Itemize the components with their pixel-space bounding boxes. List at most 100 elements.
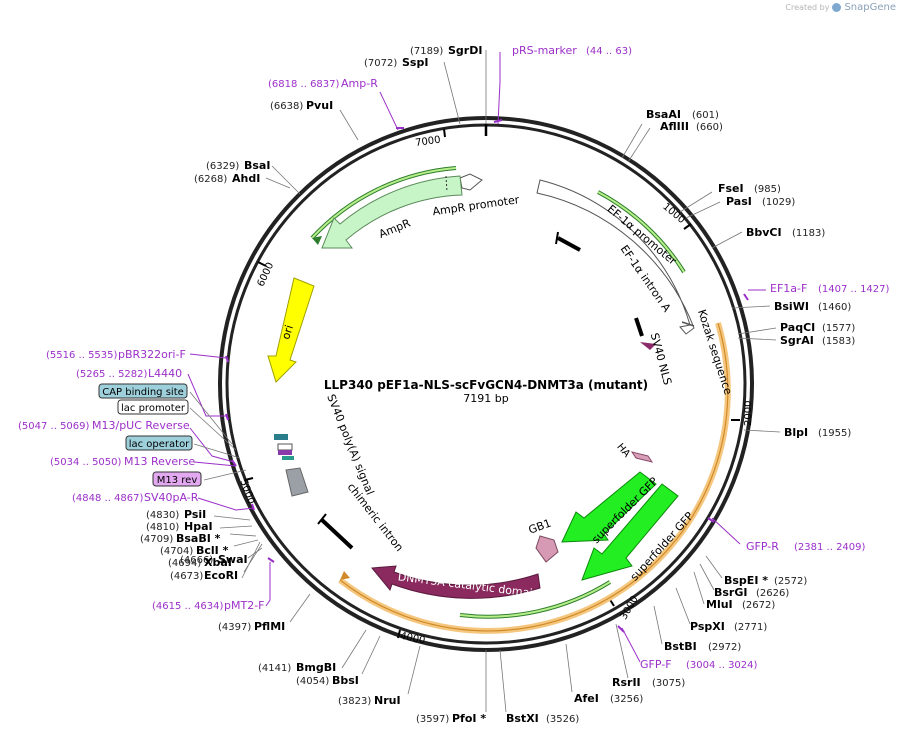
plasmid-length: 7191 bp xyxy=(463,392,508,405)
primer-name: pMT2-F xyxy=(224,599,265,612)
primer-name: GFP-F xyxy=(640,658,672,671)
primer-range: (5034 .. 5050) xyxy=(50,457,122,468)
enzyme-name: BlpI xyxy=(784,426,808,439)
boxed-feature-label: CAP binding site xyxy=(102,387,184,398)
enzyme-name: PaqCI xyxy=(780,321,815,334)
sv40-nls-bar xyxy=(636,318,642,336)
enzyme-position: (7189) xyxy=(410,46,443,57)
boxed-feature-label: lac promoter xyxy=(121,403,186,414)
primer-range: (44 .. 63) xyxy=(586,46,632,57)
boxed-feature-list: CAP binding site lac promoter lac operat… xyxy=(99,384,201,486)
primer-name: pBR322ori-F xyxy=(118,348,186,361)
enzyme-position: (2672) xyxy=(742,600,775,611)
tick-label: 7000 xyxy=(415,135,442,149)
lac-feature-block xyxy=(274,434,288,440)
enzyme-position: (6329) xyxy=(206,161,239,172)
enzyme-position: (2972) xyxy=(708,642,741,653)
enzyme-name: FseI xyxy=(718,182,744,195)
enzyme-position: (2771) xyxy=(734,622,767,633)
enzyme-position: (4830) xyxy=(146,510,179,521)
primer-range: (1407 .. 1427) xyxy=(818,284,890,295)
primer-name: SV40pA-R xyxy=(144,491,199,504)
primer-range: (6818 .. 6837) xyxy=(268,79,340,90)
tick-label: 3000 xyxy=(619,594,641,622)
enzyme-position: (4694) xyxy=(168,558,201,569)
enzyme-name: MluI xyxy=(706,598,733,611)
primer-name: M13 Reverse xyxy=(124,455,195,468)
enzyme-name: NruI xyxy=(374,694,401,707)
sv40-polya-label: SV40 poly(A) signal xyxy=(324,392,376,496)
enzyme-position: (985) xyxy=(754,184,781,195)
enzyme-name: PspXI xyxy=(690,620,725,633)
enzyme-position: (3075) xyxy=(652,678,685,689)
ampr-label: AmpR xyxy=(377,216,413,240)
enzyme-position: (3597) xyxy=(416,714,449,725)
enzyme-position: (4709) xyxy=(140,534,173,545)
boxed-feature-label: M13 rev xyxy=(157,475,198,486)
enzyme-position: (4054) xyxy=(296,676,329,687)
primer-name: pRS-marker xyxy=(512,44,577,57)
enzyme-name: EcoRI xyxy=(204,569,238,582)
enzyme-name: BclI * xyxy=(196,544,229,557)
ef1a-intron-shape xyxy=(558,238,580,250)
enzyme-position: (3823) xyxy=(338,696,371,707)
boxed-feature-leaders xyxy=(190,392,246,480)
ampr-promoter-shape xyxy=(460,174,482,190)
enzyme-position: (4673) xyxy=(170,571,203,582)
enzyme-position: (4397) xyxy=(218,622,251,633)
tick-label: 4000 xyxy=(399,631,426,647)
enzyme-name: BmgBI xyxy=(296,661,336,674)
primer-name: EF1a-F xyxy=(770,282,807,295)
enzyme-position: (1029) xyxy=(762,197,795,208)
enzyme-position: (4141) xyxy=(258,663,291,674)
enzyme-name: BstBI xyxy=(664,640,697,653)
primer-range: (2381 .. 2409) xyxy=(794,542,866,553)
sv40-nls-label: SV40 NLS xyxy=(648,332,674,387)
enzyme-name: AfeI xyxy=(574,692,599,705)
plasmid-name: LLP340 pEF1a-NLS-scFvGCN4-DNMT3a (mutant… xyxy=(324,378,648,392)
primer-range: (3004 .. 3024) xyxy=(686,660,758,671)
orf-arrowhead xyxy=(340,571,350,580)
enzyme-name: BsaBI * xyxy=(176,532,221,545)
ef1a-intron-cap xyxy=(556,232,558,244)
enzyme-name: BsaI xyxy=(244,159,270,172)
enzyme-position: (2572) xyxy=(774,576,807,587)
enzyme-name: PvuI xyxy=(306,99,333,112)
enzyme-position: (1577) xyxy=(822,323,855,334)
enzyme-name: PflMI xyxy=(254,620,285,633)
primer-range: (5516 .. 5535) xyxy=(46,350,118,361)
enzyme-position: (1583) xyxy=(822,336,855,347)
tick-label: 6000 xyxy=(256,261,277,289)
tick-label: 2000 xyxy=(743,401,754,426)
chimeric-intron-shape xyxy=(322,520,352,548)
primer-range: (4848 .. 4867) xyxy=(72,493,144,504)
enzyme-position: (1183) xyxy=(792,228,825,239)
primer-name: GFP-R xyxy=(746,540,779,553)
primer-range: (4615 .. 4634) xyxy=(152,601,224,612)
enzyme-position: (7072) xyxy=(364,58,397,69)
enzyme-name: PsiI xyxy=(184,508,206,521)
enzyme-name: HpaI xyxy=(184,520,213,533)
enzyme-position: (601) xyxy=(692,110,719,121)
tick-label: 5000 xyxy=(237,478,256,506)
lac-feature-block xyxy=(278,444,292,450)
enzyme-name: PfoI * xyxy=(452,712,486,725)
enzyme-name: BsiWI xyxy=(774,300,809,313)
enzyme-position: (3526) xyxy=(546,714,579,725)
enzyme-position: (1460) xyxy=(818,302,851,313)
enzyme-position: (6638) xyxy=(270,101,303,112)
ha-label: HA xyxy=(614,442,632,460)
enzyme-name: PasI xyxy=(726,195,752,208)
enzyme-name: RsrII xyxy=(612,676,641,689)
enzyme-name: SgrDI xyxy=(448,44,482,57)
primer-range: (5265 .. 5282) xyxy=(76,369,148,380)
enzyme-position: (4704) xyxy=(160,546,193,557)
enzyme-position: (660) xyxy=(696,122,723,133)
boxed-feature-label: lac operator xyxy=(129,439,190,450)
enzyme-position: (4810) xyxy=(146,522,179,533)
primer-name: L4440 xyxy=(148,367,182,380)
enzyme-position: (1955) xyxy=(818,428,851,439)
enzyme-name: BbvCI xyxy=(746,226,782,239)
gb1-shape xyxy=(536,536,558,562)
gb1-label: GB1 xyxy=(527,517,553,537)
